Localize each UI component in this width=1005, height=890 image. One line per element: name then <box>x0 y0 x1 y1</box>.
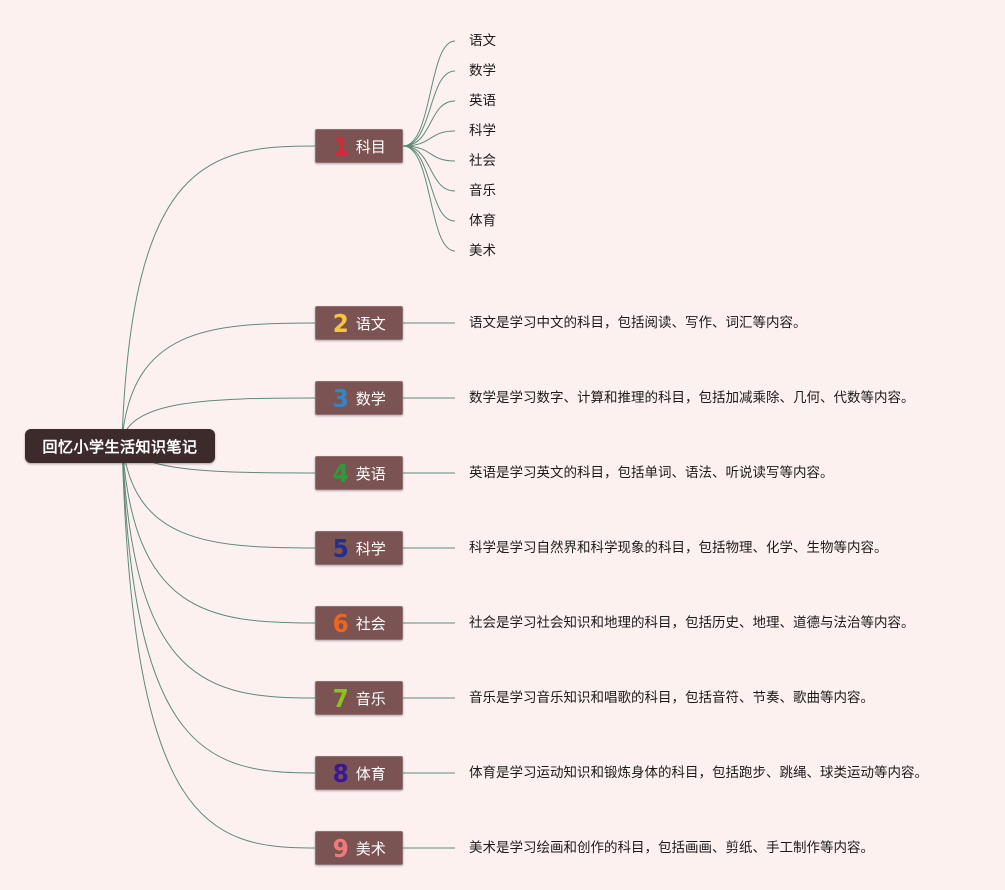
description-leaf[interactable]: 科学是学习自然界和科学现象的科目，包括物理、化学、生物等内容。 <box>469 540 888 556</box>
root-connector-6 <box>121 439 316 624</box>
subject-leaf[interactable]: 英语 <box>469 93 496 109</box>
subject-leaf[interactable]: 音乐 <box>469 183 496 199</box>
subject-leaf[interactable]: 数学 <box>469 63 496 79</box>
branch-label: 科学 <box>355 539 386 558</box>
subject-leaf[interactable]: 语文 <box>469 33 496 49</box>
branch-number: 6 <box>332 608 349 638</box>
branch-number: 8 <box>332 758 349 788</box>
branch-node-3[interactable]: 3 数学 <box>315 381 403 415</box>
branch-label: 科目 <box>355 137 386 156</box>
description-leaf[interactable]: 英语是学习英文的科目，包括单词、语法、听说读写等内容。 <box>469 465 834 481</box>
branch-number: 2 <box>332 308 349 338</box>
root-connector-9 <box>121 439 316 849</box>
description-leaf[interactable]: 数学是学习数字、计算和推理的科目，包括加减乘除、几何、代数等内容。 <box>469 390 915 406</box>
root-connector-1 <box>121 145 316 441</box>
leaf-connector-1-6 <box>402 145 456 192</box>
branch-label: 社会 <box>355 614 386 633</box>
root-connector-8 <box>121 439 316 774</box>
root-label: 回忆小学生活知识笔记 <box>42 437 198 456</box>
branch-label: 音乐 <box>355 689 386 708</box>
leaf-connector-1-5 <box>402 145 456 162</box>
branch-number: 3 <box>332 383 349 413</box>
leaf-connector-1-7 <box>402 145 456 222</box>
branch-label: 美术 <box>355 839 386 858</box>
branch-label: 体育 <box>355 764 386 783</box>
branch-node-7[interactable]: 7 音乐 <box>315 681 403 715</box>
branch-node-1[interactable]: 1 科目 <box>315 129 403 163</box>
branch-number: 4 <box>332 458 349 488</box>
branch-number: 7 <box>332 683 349 713</box>
subject-leaf[interactable]: 社会 <box>469 153 496 169</box>
branch-node-4[interactable]: 4 英语 <box>315 456 403 490</box>
description-leaf[interactable]: 语文是学习中文的科目，包括阅读、写作、词汇等内容。 <box>469 315 807 331</box>
root-connector-3 <box>121 397 316 441</box>
subject-leaf[interactable]: 美术 <box>469 243 496 259</box>
branch-node-9[interactable]: 9 美术 <box>315 831 403 865</box>
subject-leaf[interactable]: 体育 <box>469 213 496 229</box>
branch-node-8[interactable]: 8 体育 <box>315 756 403 790</box>
leaf-connector-1-4 <box>402 130 456 147</box>
leaf-connector-1-8 <box>402 145 456 252</box>
description-leaf[interactable]: 美术是学习绘画和创作的科目，包括画画、剪纸、手工制作等内容。 <box>469 840 874 856</box>
branch-node-2[interactable]: 2 语文 <box>315 306 403 340</box>
description-leaf[interactable]: 体育是学习运动知识和锻炼身体的科目，包括跑步、跳绳、球类运动等内容。 <box>469 765 928 781</box>
branch-label: 语文 <box>355 314 386 333</box>
branch-number: 9 <box>332 833 349 863</box>
branch-label: 英语 <box>355 464 386 483</box>
root-connector-7 <box>121 439 316 699</box>
leaf-connector-1-1 <box>402 40 456 147</box>
leaf-connector-1-3 <box>402 100 456 147</box>
leaf-connector-1-2 <box>402 70 456 147</box>
branch-number: 1 <box>332 131 349 161</box>
description-leaf[interactable]: 音乐是学习音乐知识和唱歌的科目，包括音符、节奏、歌曲等内容。 <box>469 690 874 706</box>
root-connector-5 <box>121 439 316 549</box>
branch-label: 数学 <box>355 389 386 408</box>
root-connector-2 <box>121 322 316 441</box>
description-leaf[interactable]: 社会是学习社会知识和地理的科目，包括历史、地理、道德与法治等内容。 <box>469 615 915 631</box>
root-node[interactable]: 回忆小学生活知识笔记 <box>25 429 215 463</box>
subject-leaf[interactable]: 科学 <box>469 123 496 139</box>
branch-node-5[interactable]: 5 科学 <box>315 531 403 565</box>
branch-number: 5 <box>332 533 349 563</box>
branch-node-6[interactable]: 6 社会 <box>315 606 403 640</box>
